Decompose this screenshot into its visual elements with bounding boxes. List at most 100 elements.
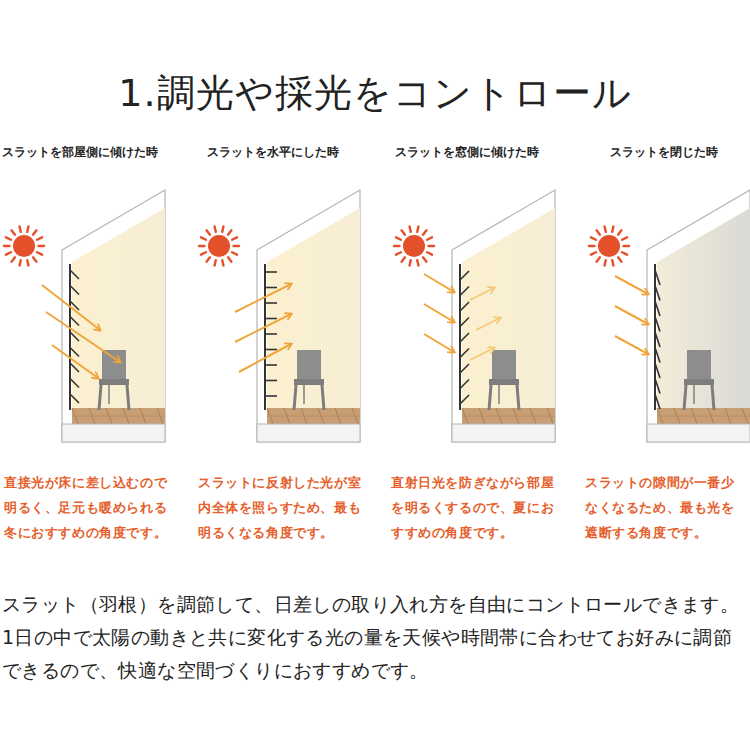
scene [4,190,165,442]
sun-ray [232,237,237,239]
chair [99,379,129,385]
column-heading: スラットを水平にした時 [207,145,339,159]
column-heading-box: スラットを窓側に傾けた時 [395,144,539,161]
sun [13,235,35,257]
slat [70,379,79,388]
slat [265,333,277,335]
chair [492,350,516,380]
sun-ray [215,227,216,232]
slat [265,395,277,397]
sun-ray [618,230,621,234]
slat [655,363,660,378]
house-outline [647,190,750,442]
floor [72,408,165,424]
window-frame [264,264,266,410]
sun-ray [417,260,418,265]
slat [265,364,277,366]
light-arrow [239,344,291,372]
chair [99,385,101,410]
sun-ray [222,260,223,265]
sun-ray [234,245,240,247]
chair [684,379,714,385]
light-arrow [470,288,494,300]
room [462,208,555,408]
sun-ray [597,257,600,261]
sun-ray [396,237,401,239]
angle-note-box: スラットに反射した光が室内全体を照らすため、最も明るくなる角度です。 [198,470,370,545]
sun-ray [423,257,426,261]
sun-ray [12,230,15,234]
angle-note-box: 直射日光を防ぎながら部屋を明るくするので、夏におすすめの角度です。 [391,470,561,545]
light-arrow [470,348,494,360]
chair [127,385,129,410]
sun-ray [228,257,231,261]
sun-ray [6,252,11,254]
sun-ray [396,252,401,254]
slat [70,270,79,279]
angle-note-box: 直接光が床に差し込むので明るく、足元も暖められる冬におすすめの角度です。 [4,470,172,545]
chair [303,385,305,404]
chair [294,385,296,410]
chair [489,379,519,385]
house-outline [62,190,165,442]
sun-ray [6,237,11,239]
sun-ray [402,230,405,234]
chair [322,385,324,410]
slat [655,286,660,301]
sun-ray [39,245,45,247]
slat [460,349,469,358]
sun-ray [12,257,15,261]
scene [589,190,750,442]
sun-ray [612,227,613,232]
floor-plank [72,416,165,417]
chair [294,379,324,385]
title: 1.調光や採光をコントロール [118,71,631,115]
room [72,208,165,408]
sun-ray [591,237,596,239]
sun-ray [605,227,606,232]
sun-ray [201,252,206,254]
room [267,208,360,408]
light-arrow [615,336,648,354]
sun-ray [423,230,426,234]
sun-ray [429,245,435,247]
floor-plank [462,416,555,417]
slat [655,348,660,363]
sun-ray [207,230,210,234]
sun-ray [201,237,206,239]
slat [655,379,660,394]
sun-ray [427,252,432,254]
light-arrow [424,304,454,322]
sun [598,235,620,257]
base [647,424,750,442]
column-heading: スラットを窓側に傾けた時 [395,145,539,159]
sun-ray [215,260,216,265]
chair [517,385,519,410]
chair [693,385,695,404]
slat [460,395,469,404]
slat [655,332,660,347]
sun-ray [427,237,432,239]
angle-note: スラットの隙間が一番少なくなるため、最も光を遮断する角度です。 [585,475,735,540]
floor-plank [657,416,750,417]
angle-note: 直射日光を防ぎながら部屋を明るくするので、夏におすすめの角度です。 [391,475,554,540]
slat [265,287,277,289]
sun-ray [417,227,418,232]
light-arrow [46,312,120,362]
chair [684,385,686,410]
sun-ray [33,230,36,234]
room [657,208,750,408]
chair [687,350,711,380]
slat [460,271,469,280]
column-heading-box: スラットを水平にした時 [207,144,339,161]
column-heading-box: スラットを閉じた時 [610,144,718,161]
slat [460,380,469,389]
angle-note: 直接光が床に差し込むので明るく、足元も暖められる冬におすすめの角度です。 [4,475,167,540]
slat [265,271,277,273]
sun-ray [394,245,400,247]
sun-ray [20,227,21,232]
floor-plank [267,416,360,417]
slat [655,301,660,316]
sun-ray [402,257,405,261]
sun-ray [232,252,237,254]
